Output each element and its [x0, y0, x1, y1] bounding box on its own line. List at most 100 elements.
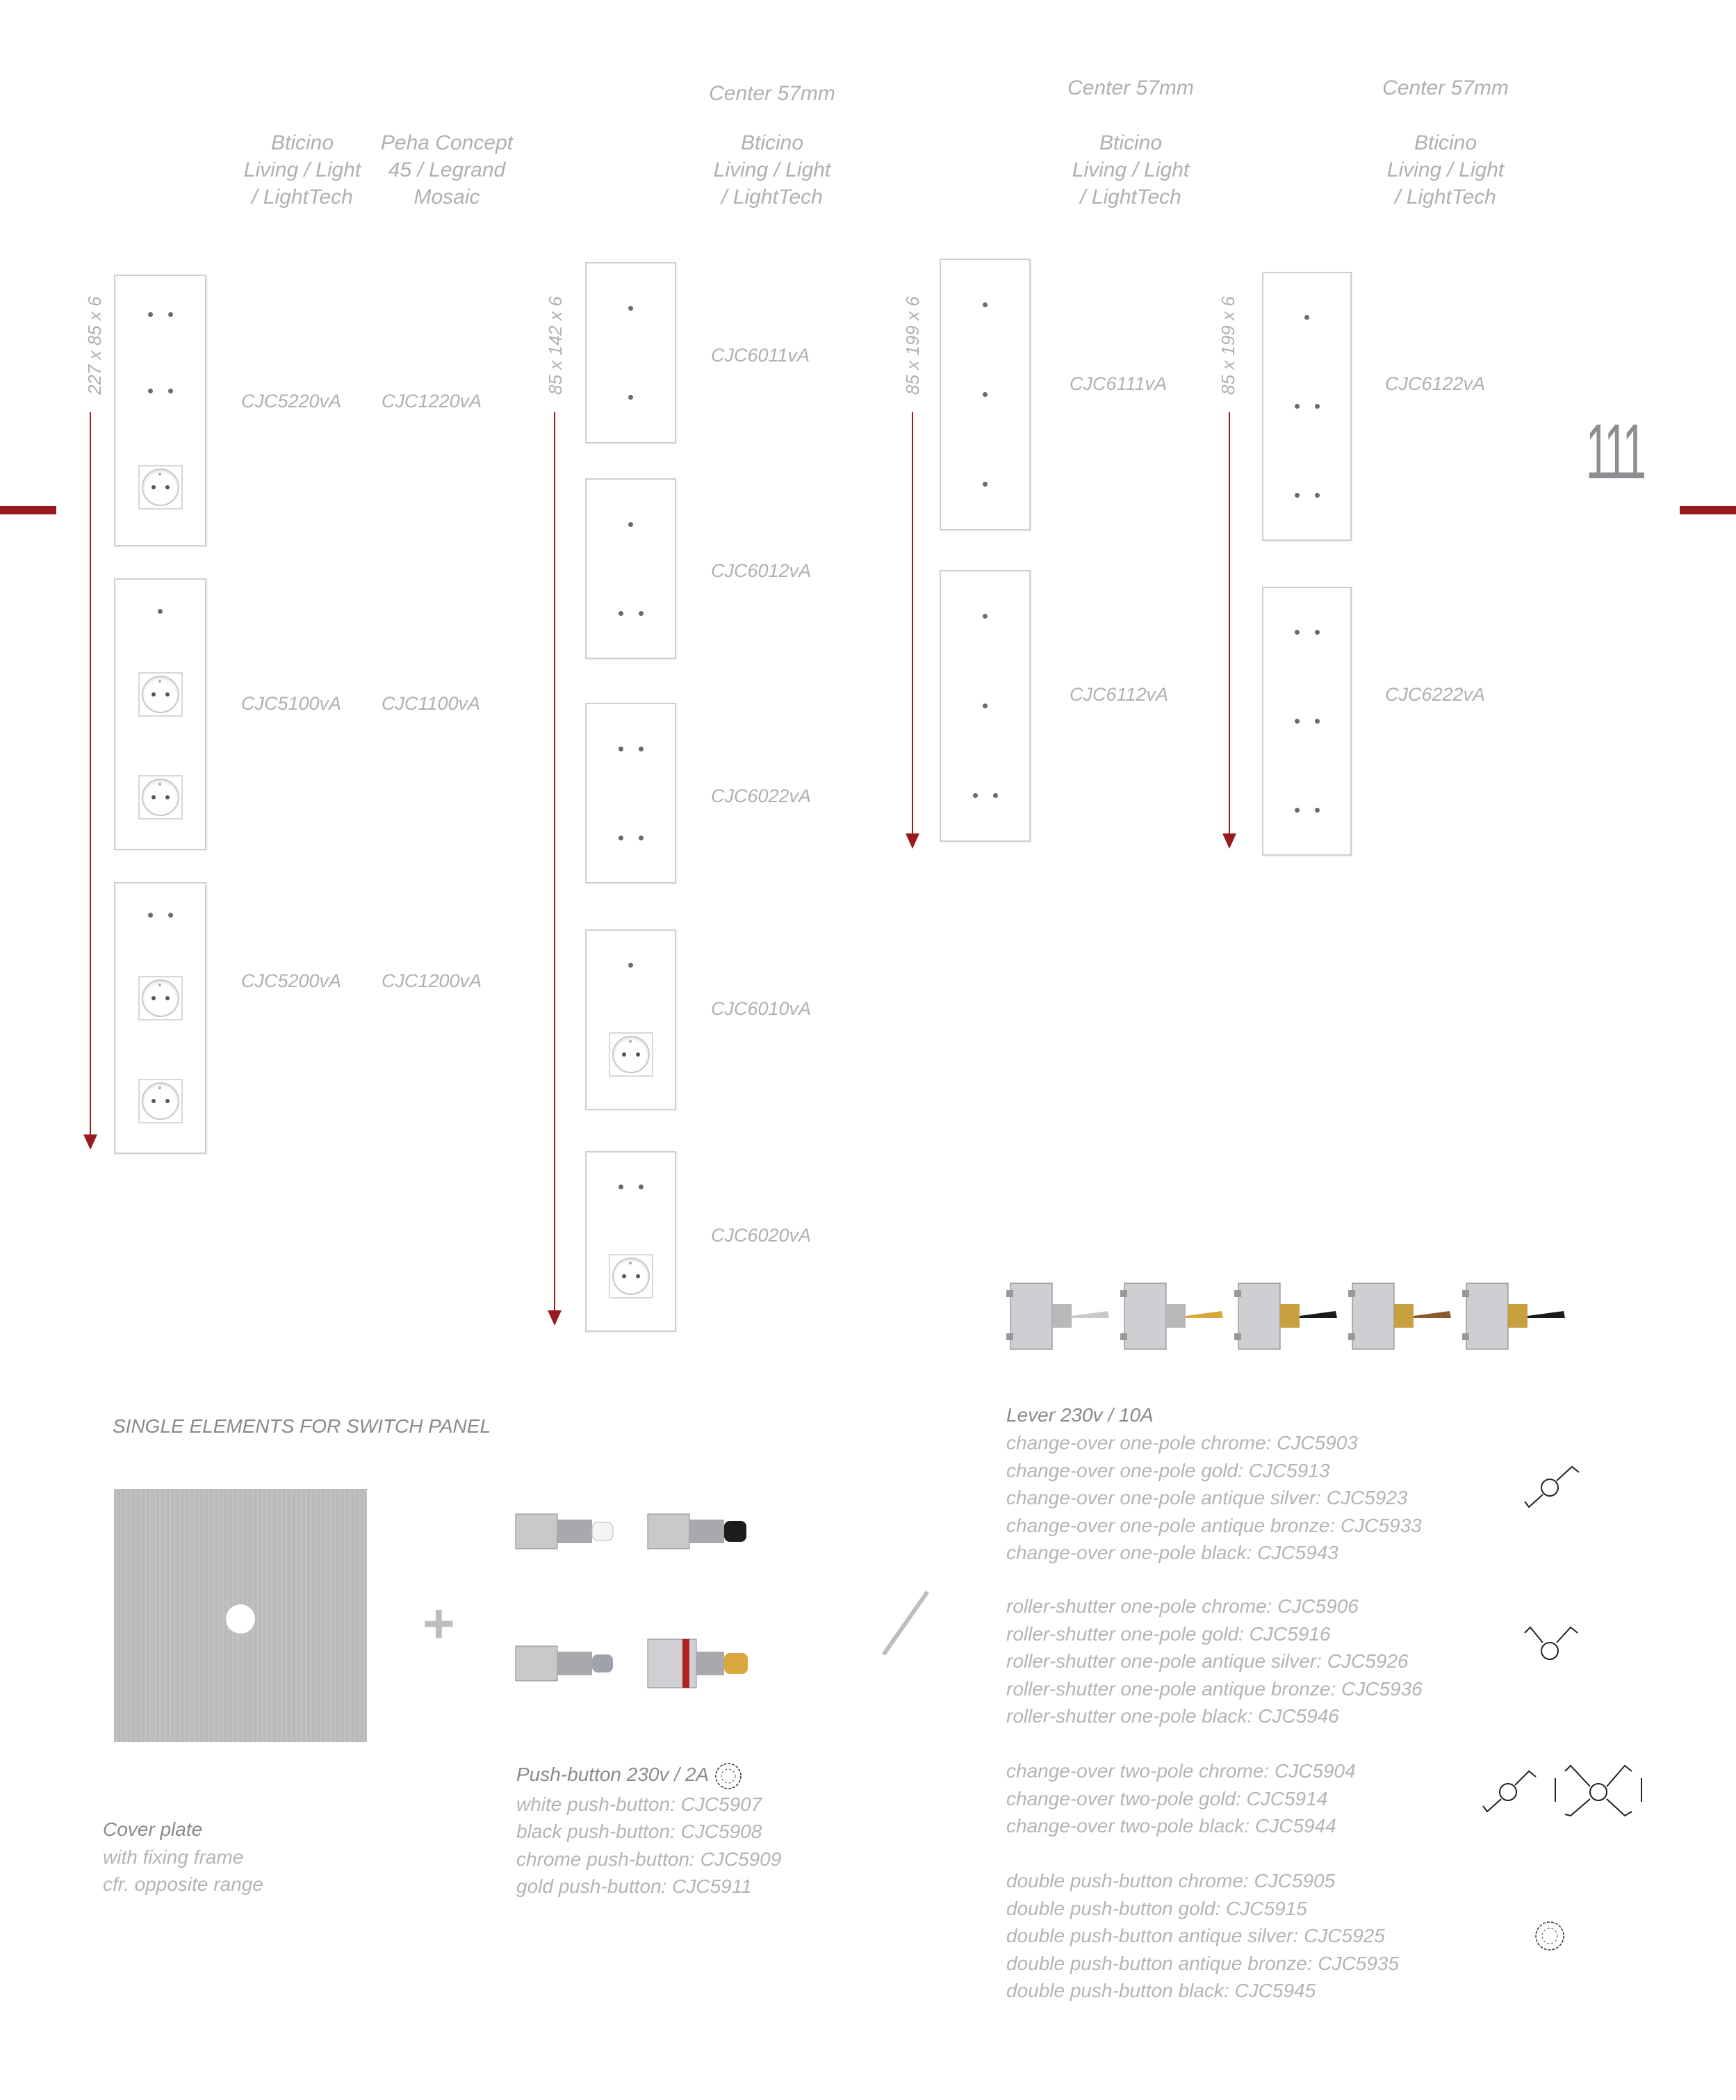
lever-variant-line: change-over one-pole chrome: CJC5903 [1006, 1432, 1358, 1454]
divider-slash [881, 1590, 930, 1656]
brand-line: Mosaic [413, 186, 480, 209]
lever-variant-line: change-over two-pole gold: CJC5914 [1006, 1787, 1328, 1809]
black-push-button [647, 1513, 746, 1549]
switch-hole-module [147, 388, 173, 393]
switch-hole-icon [167, 913, 173, 918]
switch-hole-icon [628, 521, 633, 527]
section-title: SINGLE ELEMENTS FOR SWITCH PANEL [113, 1415, 491, 1437]
push-button-line: chrome push-button: CJC5909 [516, 1848, 782, 1870]
product-code: CJC5100vA [241, 693, 342, 714]
dimension-label: 227 x 85 x 6 [84, 296, 105, 395]
center-spacing-label: Center 57mm [1067, 76, 1194, 99]
lever-switch [1348, 1283, 1451, 1350]
socket-icon [608, 1032, 653, 1077]
switch-hole-module [158, 609, 163, 614]
brand-line: Living / Light [1386, 158, 1505, 181]
product-code: CJC6222vA [1385, 684, 1486, 705]
change-over-one-pole-symbol-icon [1524, 1465, 1580, 1508]
switch-hole-module [983, 482, 988, 487]
switch-plate[interactable] [114, 275, 206, 546]
switch-hole-icon [618, 1185, 623, 1190]
cover-plate-image [114, 1489, 367, 1742]
switch-hole-icon [1314, 807, 1320, 813]
switch-hole-module [1294, 630, 1320, 635]
dimension-arrow [906, 412, 919, 849]
brand-line: Living / Light [1072, 158, 1190, 181]
cover-plate-title: Cover plate [103, 1818, 203, 1840]
dimension-label: 85 x 142 x 6 [545, 296, 566, 395]
roller-shutter-symbol-icon [1524, 1626, 1578, 1660]
dimension-arrow [1222, 412, 1236, 849]
lever-variant-line: change-over two-pole chrome: CJC5904 [1006, 1760, 1356, 1782]
center-spacing-label: Center 57mm [709, 82, 835, 105]
switch-hole-icon [618, 746, 623, 751]
switch-hole-icon [983, 302, 988, 307]
left-accent-bar [0, 506, 56, 514]
lever-variant-line: double push-button antique bronze: CJC59… [1006, 1952, 1400, 1974]
lever-variant-line: change-over one-pole gold: CJC5913 [1006, 1459, 1330, 1481]
switch-hole-icon [638, 1185, 644, 1190]
lever-switch [1462, 1283, 1565, 1350]
switch-plate[interactable] [1262, 272, 1352, 541]
switch-hole-module [1294, 807, 1320, 813]
switch-plate[interactable] [585, 478, 676, 659]
lever-variant-line: change-over one-pole antique silver: CJC… [1006, 1487, 1408, 1508]
switch-hole-module [628, 395, 633, 400]
brand-line: / LightTech [721, 186, 823, 209]
switch-hole-icon [1294, 807, 1300, 813]
push-button-line: gold push-button: CJC5911 [516, 1875, 752, 1898]
product-code: CJC6010vA [711, 998, 812, 1019]
switch-hole-module [147, 311, 173, 317]
socket-icon [138, 976, 183, 1020]
switch-hole-icon [1314, 630, 1320, 635]
center-spacing-label: Center 57mm [1382, 76, 1509, 99]
switch-hole-module [147, 913, 173, 918]
switch-hole-icon [147, 913, 153, 918]
switch-hole-icon [167, 388, 173, 393]
switch-plate[interactable] [940, 259, 1031, 530]
brand-line: / LightTech [1080, 186, 1181, 209]
switch-plate[interactable] [585, 1151, 676, 1332]
lever-variant-group: change-over one-pole chrome: CJC5903 chan… [1006, 1429, 1422, 1567]
switch-hole-icon [618, 835, 623, 840]
switch-hole-icon [1314, 718, 1320, 724]
switch-plate[interactable] [585, 929, 676, 1110]
socket-icon [138, 464, 183, 510]
switch-plate[interactable] [940, 570, 1031, 842]
switch-hole-icon [638, 835, 644, 840]
switch-hole-icon [1294, 630, 1300, 635]
switch-hole-icon [1314, 492, 1320, 498]
lever-switch [1006, 1283, 1109, 1350]
socket-outlet [608, 1253, 653, 1299]
socket-icon [608, 1253, 653, 1299]
switch-hole-module [618, 746, 644, 751]
switch-plate[interactable] [114, 578, 206, 850]
lever-variant-line: roller-shutter one-pole antique silver: … [1006, 1650, 1409, 1672]
switch-plate[interactable] [1262, 587, 1352, 856]
push-button-symbol-icon [715, 1762, 742, 1789]
switch-hole-module [983, 392, 988, 397]
switch-hole-module [628, 521, 633, 527]
lever-variant-line: roller-shutter one-pole antique bronze: … [1006, 1677, 1423, 1700]
brand-line: Peha Concept [380, 131, 514, 154]
brand-line: Bticino [1099, 131, 1163, 154]
product-code: CJC6111vA [1070, 373, 1168, 394]
product-code: CJC6112vA [1070, 684, 1169, 705]
push-button-text: Push-button 230v / 2A white push-button:… [516, 1761, 781, 1900]
cover-plate-line: with fixing frame [103, 1846, 244, 1868]
switch-hole-module [983, 703, 988, 708]
switch-hole-icon [1314, 403, 1320, 409]
product-code: CJC1100vA [382, 693, 481, 714]
switch-plate[interactable] [114, 882, 206, 1154]
switch-hole-module [1294, 718, 1320, 724]
switch-plate[interactable] [585, 703, 676, 884]
right-accent-bar [1680, 506, 1736, 514]
lever-variant-line: double push-button gold: CJC5915 [1006, 1897, 1307, 1919]
switch-hole-icon [972, 793, 978, 798]
gold-push-button [647, 1638, 748, 1688]
product-code: CJC5200vA [241, 970, 342, 991]
switch-plate[interactable] [585, 262, 676, 443]
